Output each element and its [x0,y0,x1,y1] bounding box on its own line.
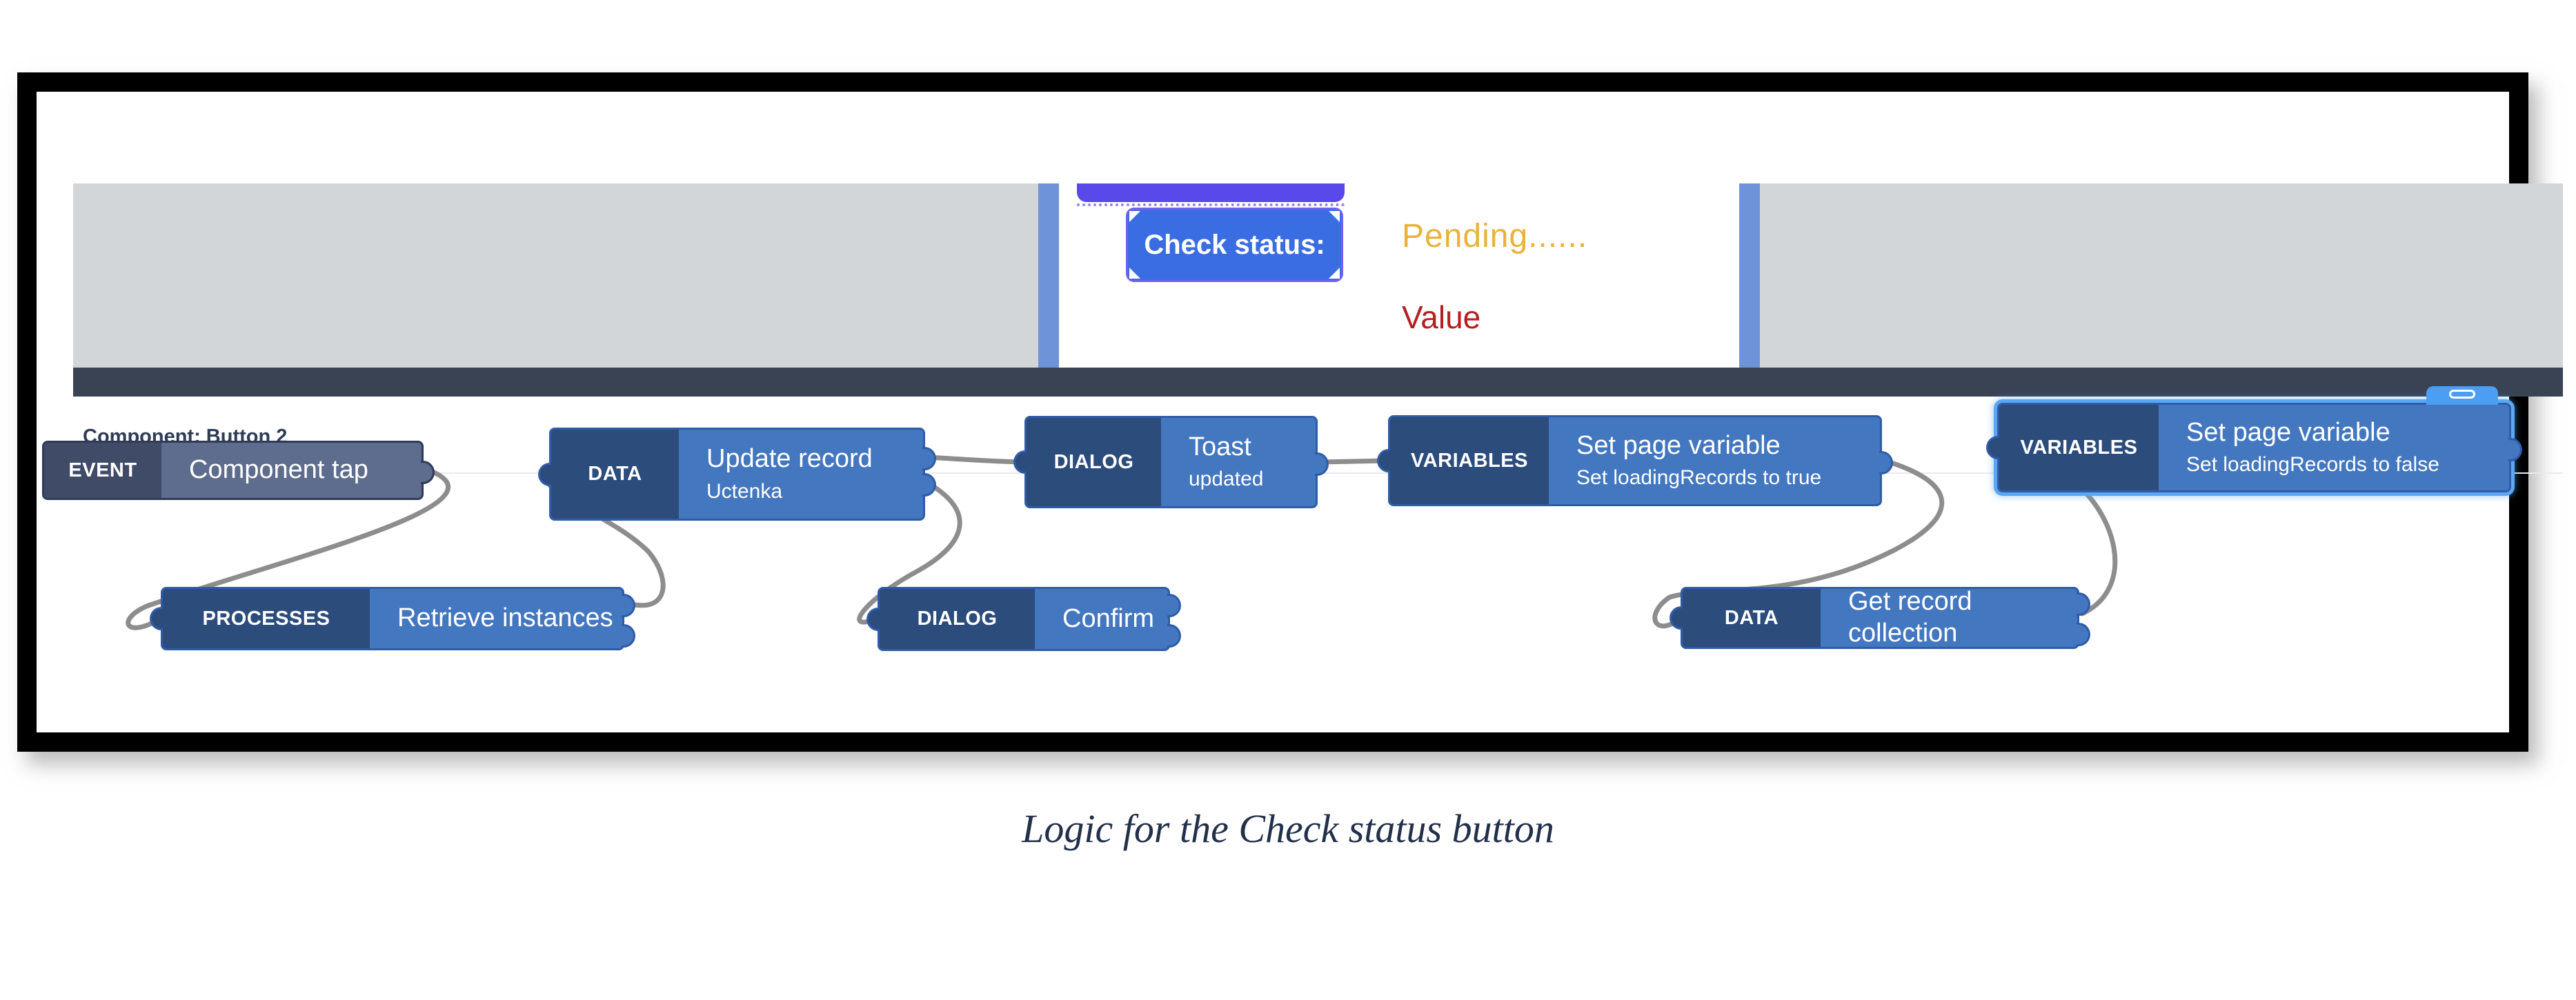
node-subtitle: Set loadingRecords to false [2186,453,2439,477]
node-category-label: DIALOG [880,589,1035,649]
check-status-button[interactable]: Check status: [1126,208,1343,282]
pending-status-text: Pending...... [1402,218,1588,254]
output-port[interactable] [622,594,635,617]
output-port[interactable] [421,461,435,484]
input-port[interactable] [538,462,552,486]
node-title: Get record collection [1848,587,1972,648]
node-category-label: VARIABLES [1999,405,2159,490]
input-port[interactable] [1670,606,1683,630]
editor-top-bar [73,368,2563,397]
node-subtitle: Set loadingRecords to true [1576,466,1822,490]
output-port[interactable] [922,473,936,497]
node-subtitle: Uctenka [706,479,783,503]
node-title: Retrieve instances [397,603,613,633]
logic-node-component-tap[interactable]: EVENT Component tap [42,441,435,500]
input-port[interactable] [1986,436,2000,459]
selection-handle-icon[interactable] [1129,211,1140,222]
selection-toolbar-tab[interactable] [2426,386,2498,405]
input-port[interactable] [150,607,164,630]
node-title: Set page variable [1576,430,1781,460]
node-category-label: PROCESSES [163,589,370,648]
logic-node-confirm[interactable]: DIALOG Confirm [866,587,1181,651]
output-port[interactable] [1167,624,1181,648]
selection-handle-icon[interactable] [1329,268,1340,279]
node-title: Confirm [1062,603,1155,633]
node-body: Get record collection [1821,587,2077,648]
selection-marquee-line [1077,203,1345,206]
input-port[interactable] [1013,450,1027,474]
output-port[interactable] [922,447,936,470]
input-port[interactable] [866,607,880,631]
output-port[interactable] [622,624,635,648]
node-title: Component tap [189,455,368,485]
output-port[interactable] [2508,438,2522,461]
input-port[interactable] [1377,449,1391,472]
preview-right-rail [1739,183,1760,368]
value-text: Value [1402,299,1481,335]
selection-handle-icon[interactable] [1329,211,1340,222]
selection-handle-icon[interactable] [1129,268,1140,279]
node-category-label: DIALOG [1027,418,1161,506]
output-port[interactable] [2077,623,2090,646]
node-subtitle: updated [1189,468,1264,491]
node-title: Update record [706,444,873,474]
output-port[interactable] [1167,594,1181,617]
node-title: Toast [1189,432,1251,461]
check-status-button-label: Check status: [1144,229,1325,260]
node-body: Component tap [161,443,422,498]
node-body: Retrieve instances [370,589,622,648]
logic-node-retrieve-instances[interactable]: PROCESSES Retrieve instances [150,587,635,650]
logic-node-get-record-collection[interactable]: DATA Get record collection [1670,587,2090,649]
node-body: Toast updated [1161,418,1316,506]
output-port[interactable] [2077,592,2090,616]
logic-node-toast[interactable]: DIALOG Toast updated [1013,416,1329,508]
output-port[interactable] [1315,452,1329,476]
node-category-label: VARIABLES [1390,417,1549,504]
partial-button-above [1077,183,1345,202]
node-title: Set page variable [2186,417,2390,447]
node-category-label: DATA [1683,589,1821,647]
node-body: Confirm [1035,589,1168,649]
node-category-label: EVENT [44,443,161,498]
output-port[interactable] [1879,451,1893,474]
trash-icon [2449,390,2475,399]
figure-caption: Logic for the Check status button [1022,806,1554,851]
node-category-label: DATA [551,430,679,519]
preview-left-rail [1038,183,1059,368]
